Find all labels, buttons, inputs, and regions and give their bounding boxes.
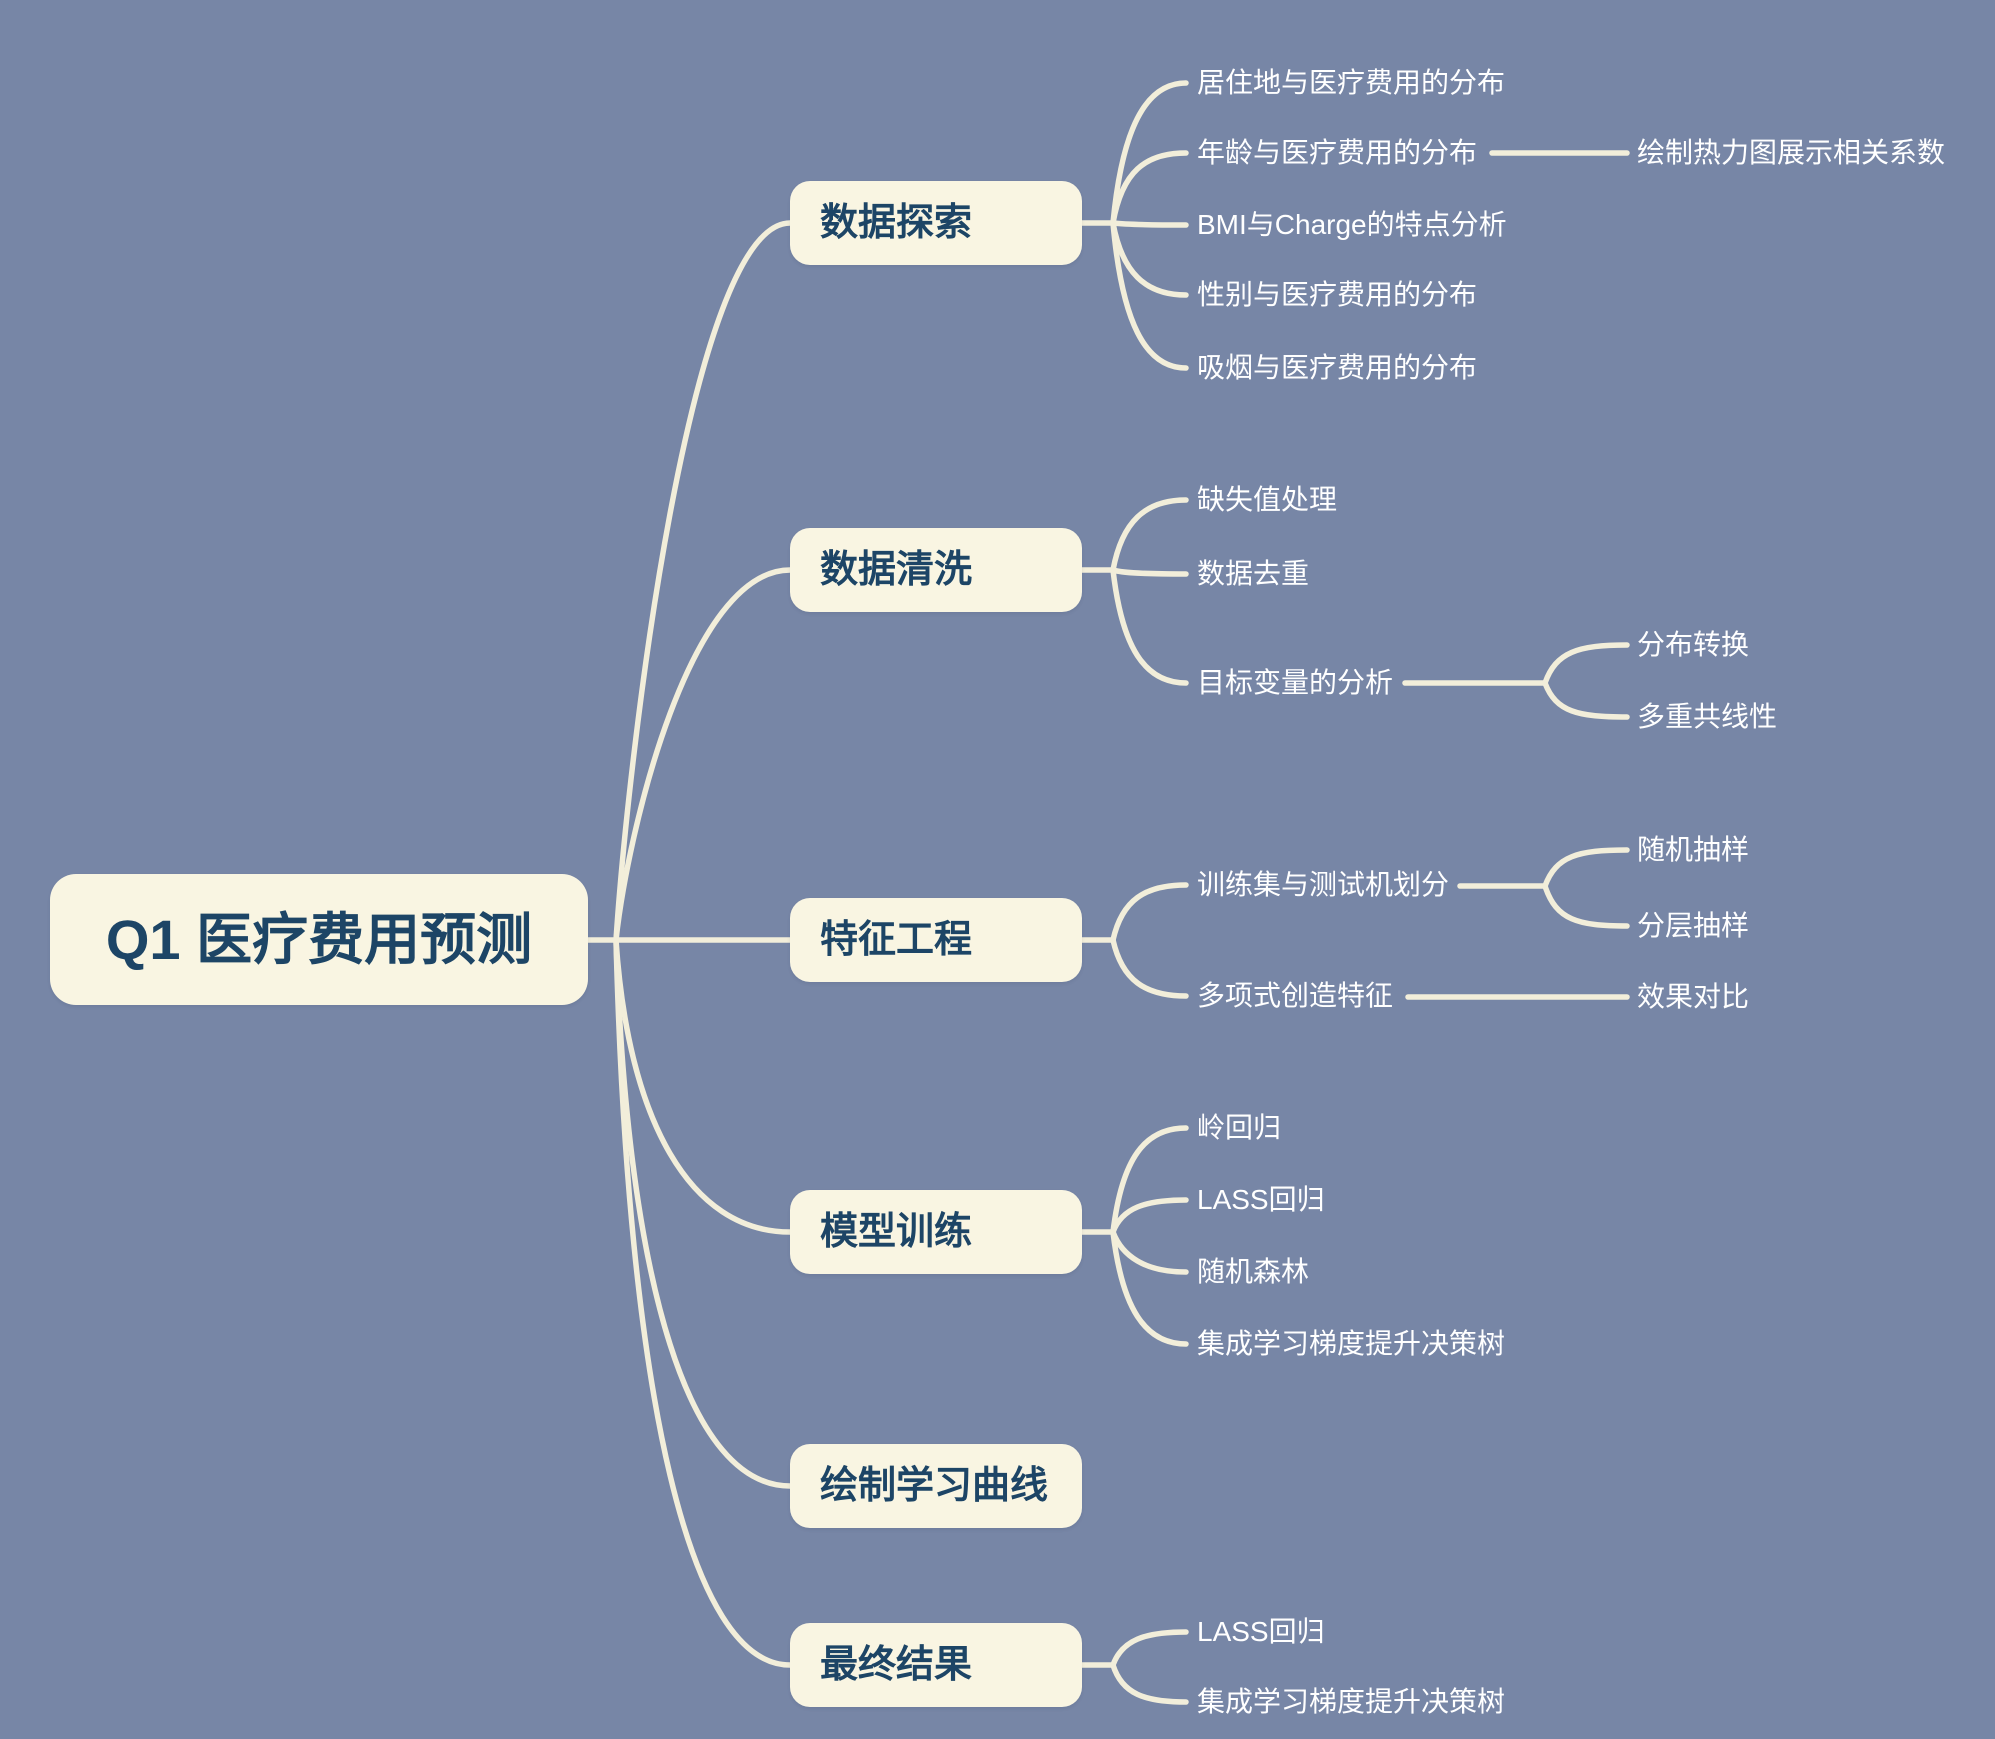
branch-data-exploration[interactable]: 数据探索 — [790, 181, 1082, 265]
subtopic-effect-comparison[interactable]: 效果对比 — [1637, 981, 1750, 1012]
subtopic-ridge-regression[interactable]: 岭回归 — [1197, 1112, 1282, 1143]
connector-branch-data-exploration — [1079, 80, 1630, 371]
subtopic-residence-vs-charges[interactable]: 居住地与医疗费用的分布 — [1197, 67, 1506, 98]
subtopic-polynomial-features[interactable]: 多项式创造特征 — [1197, 980, 1394, 1011]
subtopic-final-lasso[interactable]: LASS回归 — [1197, 1616, 1325, 1647]
subtopic-lasso-regression[interactable]: LASS回归 — [1197, 1184, 1325, 1215]
branch-learning-curve[interactable]: 绘制学习曲线 — [790, 1444, 1082, 1528]
subtopic-stratified-sampling[interactable]: 分层抽样 — [1637, 910, 1750, 941]
subtopic-train-test-split[interactable]: 训练集与测试机划分 — [1197, 869, 1450, 900]
connector-root-fanout — [583, 220, 793, 1668]
connector-branch-feature-engineering — [1079, 847, 1630, 1000]
subtopic-random-forest[interactable]: 随机森林 — [1197, 1256, 1310, 1287]
subtopic-multicollinearity[interactable]: 多重共线性 — [1637, 701, 1778, 732]
subtopic-bmi-vs-charge[interactable]: BMI与Charge的特点分析 — [1197, 209, 1507, 240]
subtopic-final-gbdt[interactable]: 集成学习梯度提升决策树 — [1197, 1686, 1506, 1717]
subtopic-gbdt-ensemble[interactable]: 集成学习梯度提升决策树 — [1197, 1328, 1506, 1359]
subtopic-distribution-transform[interactable]: 分布转换 — [1637, 629, 1750, 660]
subtopic-random-sampling[interactable]: 随机抽样 — [1637, 834, 1750, 865]
connector-branch-final-result — [1079, 1629, 1189, 1705]
branch-data-cleaning[interactable]: 数据清洗 — [790, 528, 1082, 612]
branch-feature-engineering[interactable]: 特征工程 — [790, 898, 1082, 982]
subtopic-deduplication[interactable]: 数据去重 — [1197, 558, 1310, 589]
subtopic-age-vs-charges[interactable]: 年龄与医疗费用的分布 — [1197, 137, 1478, 168]
connector-branch-model-training — [1079, 1125, 1189, 1347]
subtopic-gender-vs-charges[interactable]: 性别与医疗费用的分布 — [1197, 279, 1478, 310]
subtopic-heatmap-correlation[interactable]: 绘制热力图展示相关系数 — [1637, 137, 1946, 168]
central-topic[interactable]: Q1 医疗费用预测 — [50, 874, 588, 1005]
branch-final-result[interactable]: 最终结果 — [790, 1623, 1082, 1707]
connector-branch-data-cleaning — [1079, 497, 1630, 720]
subtopic-target-variable-analysis[interactable]: 目标变量的分析 — [1197, 667, 1394, 698]
subtopic-missing-values[interactable]: 缺失值处理 — [1197, 484, 1338, 515]
subtopic-smoking-vs-charges[interactable]: 吸烟与医疗费用的分布 — [1197, 352, 1478, 383]
branch-model-training[interactable]: 模型训练 — [790, 1190, 1082, 1274]
